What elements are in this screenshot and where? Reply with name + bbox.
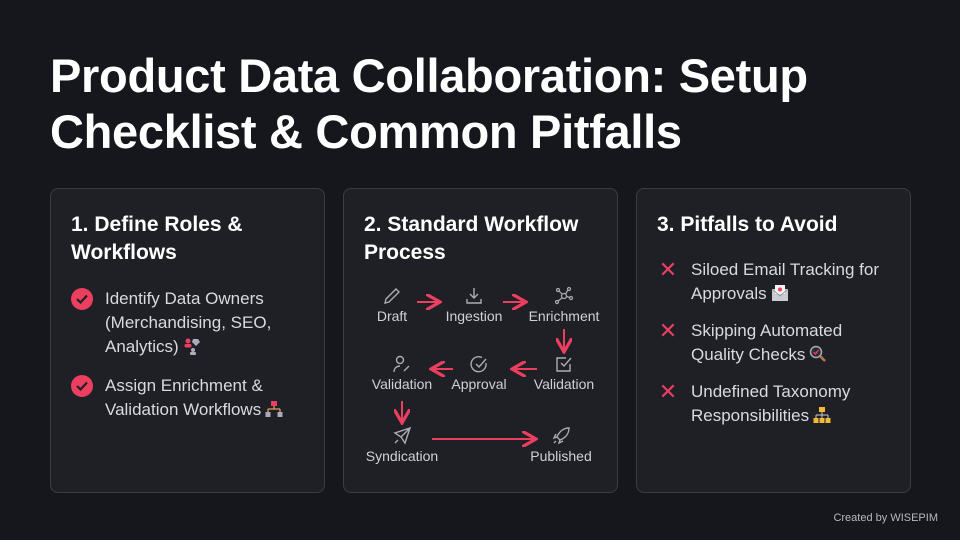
page-title: Product Data Collaboration: Setup Checkl… (50, 49, 808, 158)
step-enrichment: Enrichment (514, 286, 614, 324)
list-item: Assign Enrichment & Validation Workflows (71, 374, 311, 422)
card-workflow: 2. Standard Workflow Process Draft Inges… (343, 188, 618, 493)
workflow-arrows (344, 189, 619, 494)
check-circle-icon (71, 288, 93, 310)
x-icon: ✕ (658, 257, 678, 282)
list-item: ✕ Siloed Email Tracking for Approvals (657, 258, 897, 306)
card-pitfalls: 3. Pitfalls to Avoid ✕ Siloed Email Trac… (636, 188, 911, 493)
step-published: Published (511, 426, 611, 464)
check-circle-icon (470, 356, 487, 373)
step-label: Enrichment (528, 308, 600, 324)
network-icon (554, 286, 574, 305)
step-label: Validation (533, 376, 595, 392)
download-icon (466, 288, 482, 304)
list-item: ✕ Skipping Automated Quality Checks (657, 319, 897, 367)
step-label: Ingestion (445, 308, 503, 324)
folder-tree-icon (813, 407, 831, 423)
send-icon (393, 426, 412, 445)
step-approval: Approval (429, 354, 529, 392)
footer-credit: Created by WISEPIM (833, 512, 938, 524)
step-ingestion: Ingestion (424, 286, 524, 324)
org-chart-icon (265, 401, 283, 417)
step-label: Approval (451, 376, 507, 392)
card-heading: 3. Pitfalls to Avoid (657, 213, 838, 236)
step-label: Syndication (365, 448, 439, 464)
checkbox-icon (556, 357, 572, 372)
step-draft: Draft (342, 286, 442, 324)
list-item: ✕ Undefined Taxonomy Responsibilities (657, 380, 897, 428)
x-icon: ✕ (658, 318, 678, 343)
user-edit-icon (393, 355, 410, 373)
pencil-icon (384, 288, 400, 304)
card-heading: 2. Standard Workflow Process (364, 213, 579, 264)
step-syndication: Syndication (352, 426, 452, 464)
item-text: Assign Enrichment & Validation Workflows (105, 376, 263, 419)
envelope-icon (771, 285, 788, 301)
step-label: Validation (371, 376, 433, 392)
step-label: Published (530, 448, 592, 464)
magnifier-icon (810, 345, 827, 362)
card-roles: 1. Define Roles & Workflows Identify Dat… (50, 188, 325, 493)
item-text: Identify Data Owners (Merchandising, SEO… (105, 289, 272, 356)
people-tag-icon (184, 338, 200, 355)
card-heading: 1. Define Roles & Workflows (71, 213, 243, 264)
check-circle-icon (71, 375, 93, 397)
rocket-icon (552, 427, 570, 445)
item-text: Undefined Taxonomy Responsibilities (691, 382, 851, 425)
step-validation-2: Validation (352, 354, 452, 392)
x-icon: ✕ (658, 379, 678, 404)
list-item: Identify Data Owners (Merchandising, SEO… (71, 287, 311, 359)
step-label: Draft (376, 308, 408, 324)
step-validation: Validation (514, 354, 614, 392)
item-text: Skipping Automated Quality Checks (691, 321, 843, 364)
item-text: Siloed Email Tracking for Approvals (691, 260, 880, 303)
